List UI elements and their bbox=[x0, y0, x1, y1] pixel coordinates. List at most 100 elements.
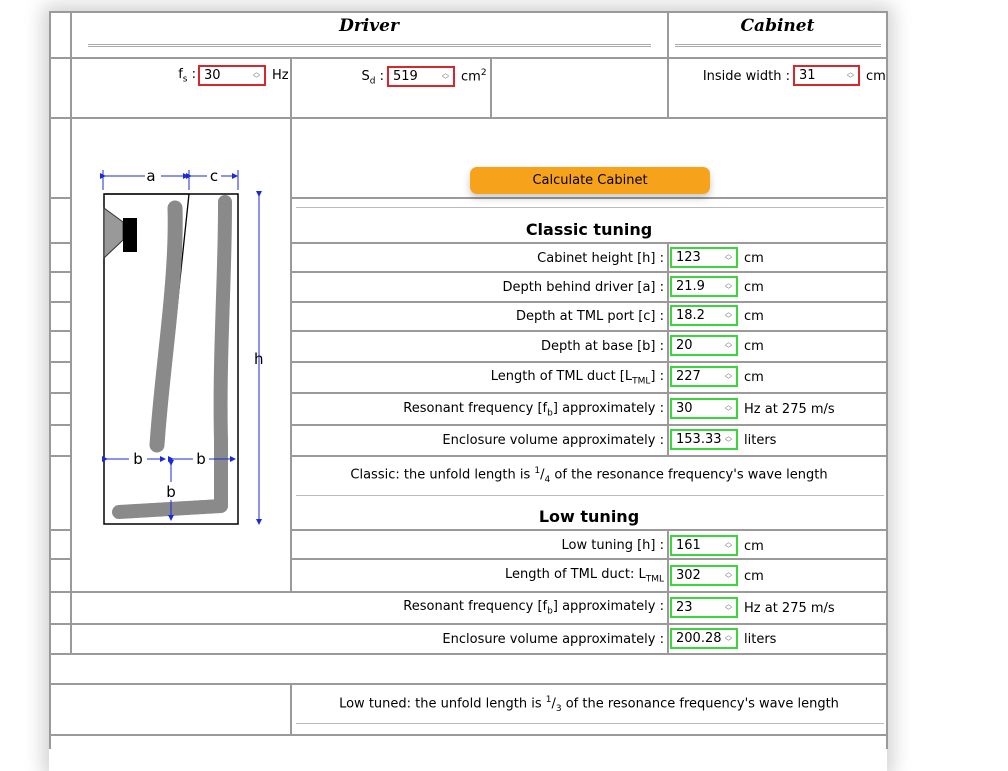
gutter-tick bbox=[49, 197, 71, 199]
border-inner-left bbox=[70, 11, 72, 654]
classic-row-unit: Hz at 275 m/s bbox=[744, 402, 835, 417]
low-note-separator bbox=[296, 723, 884, 724]
rule-top bbox=[49, 11, 888, 13]
low-row-label: Enclosure volume approximately : bbox=[442, 632, 664, 647]
dim-b-label-bottom: b bbox=[166, 483, 176, 501]
depth-behind-driver-field[interactable]: 21.9︿﹀ bbox=[670, 276, 738, 297]
low-row-unit: Hz at 275 m/s bbox=[744, 601, 835, 616]
classic-tuning-title: Classic tuning bbox=[525, 220, 653, 239]
rule-row6 bbox=[290, 424, 888, 426]
gutter-tick bbox=[49, 330, 71, 332]
depth-at-port-field[interactable]: 18.2︿﹀ bbox=[670, 305, 738, 326]
inside-width-input[interactable]: 31︿﹀ bbox=[793, 65, 860, 86]
inside-width-label: Inside width : bbox=[702, 69, 790, 84]
spinner-icon[interactable]: ︿﹀ bbox=[725, 338, 732, 353]
cabinet-underline bbox=[675, 44, 881, 47]
gutter-tick bbox=[49, 271, 71, 273]
low-tuning-height-field[interactable]: 161︿﹀ bbox=[670, 535, 738, 556]
tml-cabinet-diagram: a c h b b b bbox=[100, 167, 264, 525]
spinner-icon[interactable]: ︿﹀ bbox=[725, 600, 732, 615]
gutter-tick bbox=[49, 392, 71, 394]
classic-row-label: Resonant frequency [fb] approximately : bbox=[403, 401, 664, 419]
dim-h-label: h bbox=[254, 350, 264, 368]
rule-row7 bbox=[290, 455, 888, 457]
rule-header-bottom bbox=[49, 57, 888, 59]
sd-input[interactable]: 519︿﹀ bbox=[387, 66, 455, 87]
low-row-label: Resonant frequency [fb] approximately : bbox=[403, 599, 664, 617]
depth-at-base-field[interactable]: 20︿﹀ bbox=[670, 335, 738, 356]
divider-fs-sd bbox=[290, 58, 292, 118]
rule-low-row4 bbox=[49, 653, 888, 655]
spinner-icon[interactable]: ︿﹀ bbox=[725, 568, 732, 583]
low-row-label: Low tuning [h] : bbox=[561, 538, 664, 553]
rule-params-bottom bbox=[49, 117, 888, 119]
low-row-unit: liters bbox=[744, 632, 777, 647]
gutter-tick bbox=[49, 424, 71, 426]
border-right bbox=[886, 11, 888, 749]
rule-classic-title bbox=[290, 242, 888, 244]
spinner-icon[interactable]: ︿﹀ bbox=[725, 250, 732, 265]
spinner-icon[interactable]: ︿﹀ bbox=[253, 68, 260, 83]
low-row-unit: cm bbox=[744, 539, 764, 554]
classic-row-unit: cm bbox=[744, 280, 764, 295]
spinner-icon[interactable]: ︿﹀ bbox=[725, 308, 732, 323]
classic-row-label: Depth at TML port [c] : bbox=[515, 309, 664, 324]
fs-unit: Hz bbox=[272, 68, 289, 83]
tml-duct-length-field[interactable]: 227︿﹀ bbox=[670, 366, 738, 387]
classic-row-label: Depth behind driver [a] : bbox=[502, 280, 664, 295]
calculator-panel bbox=[49, 11, 887, 771]
cabinet-header: Cabinet bbox=[740, 16, 815, 36]
low-tuning-title: Low tuning bbox=[538, 507, 640, 526]
low-note: Low tuned: the unfold length is 1/3 of t… bbox=[339, 695, 839, 714]
border-left bbox=[49, 11, 51, 749]
rule-row3 bbox=[290, 330, 888, 332]
gutter-tick bbox=[49, 558, 71, 560]
rule-spacer bbox=[49, 683, 888, 685]
dim-b-label-left: b bbox=[133, 450, 143, 468]
dim-a-label: a bbox=[146, 167, 155, 185]
low-enclosure-volume-field[interactable]: 200.28︿﹀ bbox=[670, 628, 738, 649]
rule-row1 bbox=[290, 271, 888, 273]
gutter-tick bbox=[49, 455, 71, 457]
dim-b-label-right: b bbox=[196, 450, 206, 468]
inside-width-unit: cm bbox=[866, 69, 886, 84]
rule-bottom bbox=[49, 734, 888, 736]
spinner-icon[interactable]: ︿﹀ bbox=[725, 631, 732, 646]
rule-low-row3 bbox=[49, 623, 888, 625]
rule-row2 bbox=[290, 301, 888, 303]
rule-row4 bbox=[290, 361, 888, 363]
low-tml-duct-length-field[interactable]: 302︿﹀ bbox=[670, 565, 738, 586]
spinner-icon[interactable]: ︿﹀ bbox=[725, 369, 732, 384]
low-resonant-frequency-field[interactable]: 23︿﹀ bbox=[670, 597, 738, 618]
fs-input[interactable]: 30︿﹀ bbox=[198, 65, 266, 86]
cabinet-height-field[interactable]: 123︿﹀ bbox=[670, 247, 738, 268]
classic-note: Classic: the unfold length is 1/4 of the… bbox=[350, 466, 828, 485]
divider-driver-cabinet bbox=[667, 11, 669, 118]
spinner-icon[interactable]: ︿﹀ bbox=[442, 69, 449, 84]
classic-row-unit: cm bbox=[744, 251, 764, 266]
divider-classic-values bbox=[667, 243, 669, 456]
dim-c-label: c bbox=[210, 167, 218, 185]
enclosure-volume-field[interactable]: 153.33︿﹀ bbox=[670, 429, 738, 450]
classic-separator bbox=[296, 207, 884, 208]
spinner-icon[interactable]: ︿﹀ bbox=[725, 279, 732, 294]
rule-diagram-bottom bbox=[49, 591, 888, 593]
sd-unit: cm2 bbox=[461, 68, 487, 85]
classic-row-unit: cm bbox=[744, 309, 764, 324]
divider-diagram bbox=[290, 118, 292, 593]
classic-row-unit: liters bbox=[744, 433, 777, 448]
calculate-cabinet-button[interactable]: Calculate Cabinet bbox=[470, 167, 710, 194]
driver-header: Driver bbox=[339, 16, 399, 36]
spinner-icon[interactable]: ︿﹀ bbox=[725, 538, 732, 553]
spinner-icon[interactable]: ︿﹀ bbox=[847, 68, 854, 83]
driver-underline bbox=[88, 44, 651, 47]
spinner-icon[interactable]: ︿﹀ bbox=[725, 432, 732, 447]
classic-row-unit: cm bbox=[744, 339, 764, 354]
spinner-icon[interactable]: ︿﹀ bbox=[725, 401, 732, 416]
classic-row-label: Length of TML duct [LTML] : bbox=[490, 369, 664, 387]
rule-row5 bbox=[290, 392, 888, 394]
resonant-frequency-field[interactable]: 30︿﹀ bbox=[670, 398, 738, 419]
fs-label: fs : bbox=[178, 67, 196, 85]
divider-sd-empty bbox=[490, 58, 492, 118]
divider-low-note bbox=[290, 684, 292, 734]
